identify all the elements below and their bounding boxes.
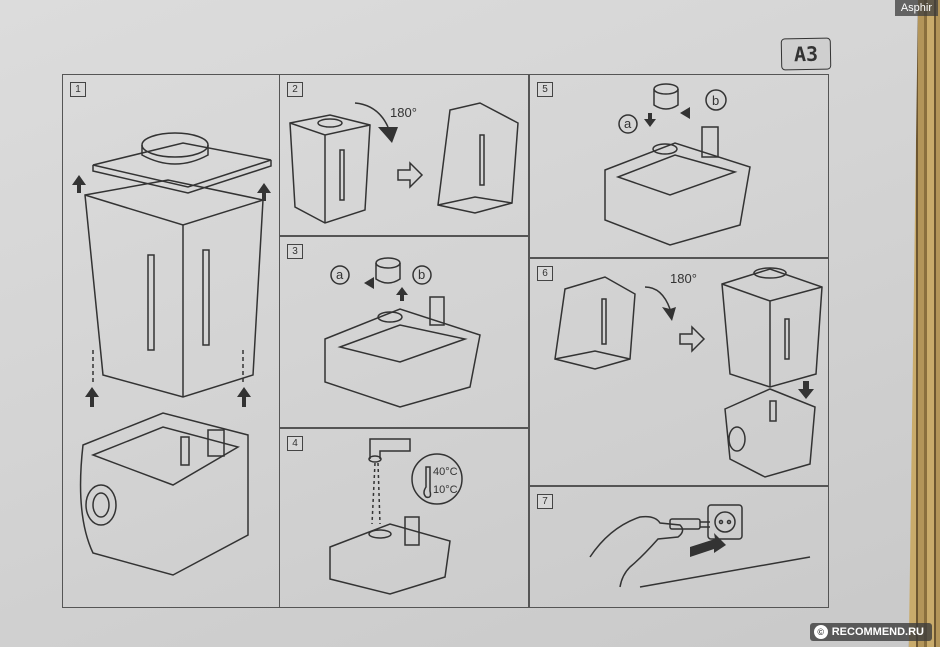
tank-inverted [554, 276, 636, 370]
base-shape [79, 412, 249, 576]
down-arrow-icon [798, 381, 814, 399]
step-7-number: 7 [537, 494, 553, 509]
tank-base-shape [324, 308, 481, 408]
step-4-temp-high: 40°C [433, 466, 458, 478]
step-5-label-b: b [712, 93, 719, 108]
tank-inverted [437, 102, 519, 214]
step-2-rotation-label: 180° [390, 105, 417, 120]
up-arrow-icon [85, 387, 99, 407]
step-1-panel: 1 [62, 74, 280, 608]
step-4-temp-low: 10°C [433, 484, 458, 496]
step-6-number: 6 [537, 266, 553, 281]
rotate-arrow-icon [680, 107, 690, 119]
temperature-badge [411, 453, 463, 505]
step-5-label-a: a [624, 116, 632, 131]
rotate-arrow-icon [378, 127, 398, 143]
tank-upright [289, 114, 371, 224]
up-arrow-icon [237, 387, 251, 407]
step-3-label-b: b [418, 267, 425, 282]
step-1-illustration [72, 132, 272, 576]
tank-shape [84, 179, 264, 398]
step-4-illustration: 40°C 10°C [329, 438, 463, 595]
step-1-number: 1 [70, 82, 86, 97]
step-2-number: 2 [287, 82, 303, 97]
step-5-illustration: a b [604, 83, 751, 246]
step-4-number: 4 [287, 436, 303, 451]
up-arrow-icon [396, 287, 408, 301]
base-shape [724, 388, 816, 478]
empty-arrow-icon [397, 161, 424, 189]
hand-shape [589, 515, 684, 588]
base-dial [85, 484, 117, 526]
step-2-panel: 2 180° [279, 74, 529, 236]
step-3-label-a: a [336, 267, 344, 282]
watermark-text: RECOMMEND.RU [831, 626, 924, 638]
power-plug [669, 518, 701, 530]
step-6-illustration: 180° [554, 267, 823, 478]
step-6-panel: 6 180° [529, 258, 829, 486]
watermark: © RECOMMEND.RU [809, 623, 932, 641]
thermometer-icon [423, 466, 432, 499]
empty-arrow-icon [679, 325, 706, 353]
step-6-rotation-label: 180° [670, 271, 697, 286]
step-3-illustration: a b [324, 257, 481, 408]
up-arrow-icon [72, 175, 86, 193]
page-code-badge: A3 [780, 37, 832, 71]
step-3-number: 3 [287, 244, 303, 259]
tank-upright [721, 268, 823, 388]
tank-base-shape [604, 142, 751, 246]
watermark-icon: © [813, 625, 828, 639]
plug-in-arrow-icon [690, 533, 726, 557]
wall-socket [707, 504, 743, 540]
author-label: Asphir [894, 0, 938, 16]
rotate-arrow-icon [364, 277, 374, 289]
step-7-illustration [589, 504, 811, 588]
down-arrow-icon [644, 113, 656, 127]
step-5-panel: 5 a b [529, 74, 829, 258]
faucet-shape [369, 438, 411, 459]
rotate-arrow-icon [662, 307, 676, 321]
step-2-illustration: 180° [289, 102, 519, 224]
tank-base-shape [329, 523, 451, 595]
step-4-panel: 4 40°C 10°C [279, 428, 529, 608]
up-arrow-icon [257, 183, 271, 201]
step-7-panel: 7 [529, 486, 829, 608]
step-5-number: 5 [537, 82, 553, 97]
step-3-panel: 3 a b [279, 236, 529, 428]
lid-shape [92, 142, 272, 188]
